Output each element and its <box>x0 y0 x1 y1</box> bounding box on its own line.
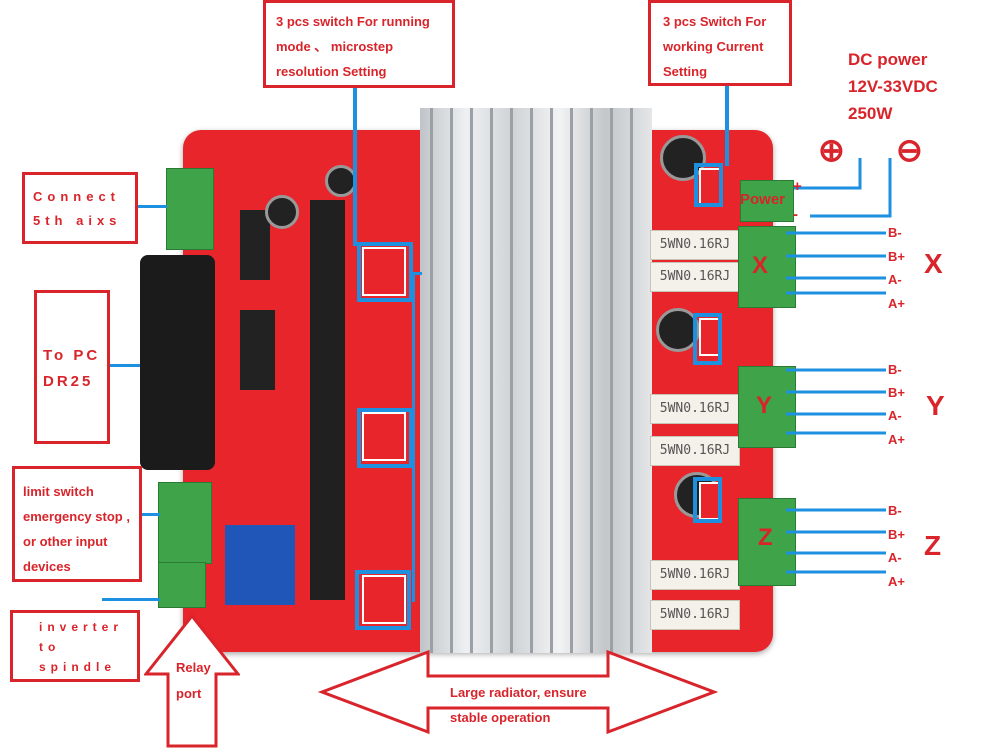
highlight-dip-y <box>357 408 413 468</box>
radiator-arrow <box>318 649 718 735</box>
callout-line: 3 pcs switch For running <box>276 14 430 29</box>
callout-line: To PC <box>43 347 101 364</box>
pin-label: B- <box>888 225 902 240</box>
motor-wires <box>786 231 886 574</box>
ic-column <box>310 200 345 600</box>
pin-label: B+ <box>888 249 905 264</box>
pin-label: A- <box>888 550 902 565</box>
terminal-limit[interactable] <box>158 482 212 564</box>
relay-label-line2: port <box>176 686 202 701</box>
db25-connector <box>140 255 215 470</box>
resistor: 5WN0.16RJ <box>650 436 740 466</box>
callout-line: spindle <box>39 660 117 674</box>
axis-label-z: Z <box>924 530 942 561</box>
leader-wire <box>110 364 140 367</box>
dip-switch-x[interactable] <box>362 247 406 296</box>
terminal-spindle[interactable] <box>158 562 206 608</box>
capacitor <box>265 195 299 229</box>
callout-line: or other input <box>23 534 108 549</box>
highlight-current-y <box>693 313 722 365</box>
relay-arrow <box>144 613 240 748</box>
minus-pin-label: - <box>793 206 798 223</box>
callout-limit-switch: limit switch emergency stop , or other i… <box>12 466 142 582</box>
plus-symbol: ⊕ <box>818 132 845 168</box>
callout-line: limit switch <box>23 484 94 499</box>
highlight-dip-x <box>357 242 413 302</box>
capacitor <box>325 165 357 197</box>
minus-symbol: ⊖ <box>896 132 923 168</box>
dip-switch-z[interactable] <box>362 575 406 624</box>
highlight-current-z <box>693 477 722 523</box>
resistor: 5WN0.16RJ <box>650 394 740 424</box>
callout-line: 5th aixs <box>33 213 122 228</box>
pin-label: B+ <box>888 527 905 542</box>
pin-label: A- <box>888 272 902 287</box>
dc-power-wattage: 250W <box>848 104 893 123</box>
power-terminal[interactable] <box>740 180 794 222</box>
highlight-dip-z <box>355 570 411 630</box>
callout-line: inverter <box>39 620 124 634</box>
terminal-label-y: Y <box>756 392 773 419</box>
leader-wire <box>412 272 422 275</box>
axis-label-x: X <box>924 248 943 279</box>
pin-label: A+ <box>888 574 905 589</box>
callout-current-switch: 3 pcs Switch For working Current Setting <box>648 0 792 86</box>
callout-line: 3 pcs Switch For <box>663 14 767 29</box>
callout-to-pc: To PC DR25 <box>34 290 110 444</box>
resistor: 5WN0.16RJ <box>650 230 740 260</box>
callout-line: Setting <box>663 64 708 79</box>
terminal-5th-axis[interactable] <box>166 168 214 250</box>
callout-line: working Current <box>663 39 764 54</box>
resistor: 5WN0.16RJ <box>650 600 740 630</box>
callout-inverter: inverter to spindle <box>10 610 140 682</box>
plus-pin-label: + <box>793 178 802 195</box>
dc-power-voltage: 12V-33VDC <box>848 77 938 96</box>
capacitor <box>656 308 700 352</box>
leader-wire <box>725 84 729 166</box>
terminal-label-x: X <box>752 252 769 279</box>
terminal-label-z: Z <box>758 524 773 551</box>
leader-wire <box>137 205 167 208</box>
radiator-label-line2: stable operation <box>450 710 551 725</box>
callout-line: DR25 <box>43 373 94 390</box>
callout-line: devices <box>23 559 71 574</box>
radiator-label-line1: Large radiator, ensure <box>450 685 587 700</box>
dc-power-title: DC power <box>848 50 928 69</box>
pin-label: B+ <box>888 385 905 400</box>
relay-label-line1: Relay <box>176 660 211 675</box>
callout-line: mode 、 microstep <box>276 39 394 54</box>
axis-label-y: Y <box>926 390 945 421</box>
callout-line: resolution Setting <box>276 64 387 79</box>
callout-5th-axis: Connect 5th aixs <box>22 172 138 244</box>
relay-block <box>225 525 295 605</box>
pin-label: B- <box>888 362 902 377</box>
power-wires <box>794 158 892 218</box>
pin-label: A+ <box>888 432 905 447</box>
pin-label: B- <box>888 503 902 518</box>
resistor: 5WN0.16RJ <box>650 262 740 292</box>
leader-wire <box>412 272 415 602</box>
ic-small-2 <box>240 210 270 280</box>
callout-line: emergency stop , <box>23 509 130 524</box>
dip-switch-y[interactable] <box>362 412 406 461</box>
leader-wire <box>102 598 160 601</box>
highlight-current-x <box>694 163 723 207</box>
heat-sink <box>420 108 652 653</box>
leader-wire <box>353 86 357 246</box>
pin-label: A- <box>888 408 902 423</box>
leader-wire <box>140 513 160 516</box>
pin-label: A+ <box>888 296 905 311</box>
callout-mode-switch: 3 pcs switch For running mode 、 microste… <box>263 0 455 88</box>
resistor: 5WN0.16RJ <box>650 560 740 590</box>
power-label: Power <box>740 191 786 208</box>
ic-small-1 <box>240 310 275 390</box>
callout-line: Connect <box>33 189 120 204</box>
capacitor <box>660 135 706 181</box>
callout-line: to <box>39 640 61 654</box>
